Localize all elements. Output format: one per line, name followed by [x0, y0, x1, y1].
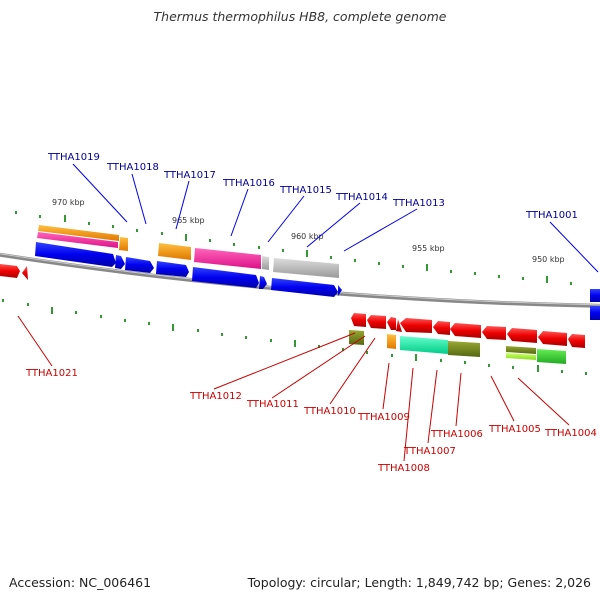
gene-label-TTHA1013[interactable]: TTHA1013	[392, 198, 445, 209]
feature-bar[interactable]	[37, 232, 118, 248]
gene-arrow[interactable]	[396, 319, 402, 332]
gene-arrow[interactable]	[351, 313, 366, 327]
gene-label-TTHA1018[interactable]: TTHA1018	[106, 162, 159, 173]
scale-label-970: 970 kbp	[52, 198, 85, 207]
gene-arrow[interactable]	[400, 318, 432, 333]
feature-bar[interactable]	[119, 237, 128, 251]
top-gene-labels: TTHA1019 TTHA1018 TTHA1017 TTHA1016 TTHA…	[47, 152, 578, 221]
gene-arrow[interactable]	[433, 321, 450, 335]
gene-label-TTHA1008[interactable]: TTHA1008	[377, 463, 430, 474]
bottom-callout-lines	[17, 315, 570, 462]
gene-arrow[interactable]	[259, 276, 267, 289]
gene-arrow[interactable]	[507, 328, 537, 343]
feature-bar[interactable]	[387, 334, 396, 349]
gene-label-TTHA1021[interactable]: TTHA1021	[25, 368, 78, 379]
gene-arrow[interactable]	[22, 266, 28, 280]
gene-label-TTHA1010[interactable]: TTHA1010	[303, 406, 356, 417]
gene-arrow[interactable]	[590, 289, 600, 302]
bottom-strand-genes	[0, 264, 585, 348]
feature-bar[interactable]	[506, 353, 536, 360]
gene-arrow[interactable]	[35, 242, 116, 267]
gene-arrow[interactable]	[125, 257, 154, 273]
gene-label-TTHA1015[interactable]: TTHA1015	[279, 185, 332, 196]
lower-tick-row	[2, 299, 587, 375]
gene-label-TTHA1006[interactable]: TTHA1006	[430, 429, 483, 440]
gene-arrow[interactable]	[590, 306, 600, 320]
top-callout-lines	[72, 163, 599, 273]
gene-arrow[interactable]	[156, 261, 189, 277]
gene-label-TTHA1009[interactable]: TTHA1009	[357, 412, 410, 423]
gene-label-TTHA1016[interactable]: TTHA1016	[222, 178, 275, 189]
scale-label-950: 950 kbp	[532, 255, 565, 264]
gene-label-TTHA1001[interactable]: TTHA1001	[525, 210, 578, 221]
scale-label-960: 960 kbp	[291, 232, 324, 241]
gene-arrow[interactable]	[482, 326, 506, 340]
gene-label-TTHA1005[interactable]: TTHA1005	[488, 424, 541, 435]
feature-bar[interactable]	[506, 346, 536, 354]
top-feature-bars	[37, 225, 339, 278]
feature-bar[interactable]	[194, 248, 261, 269]
feature-bar[interactable]	[448, 341, 480, 357]
map-title: Thermus thermophilus HB8, complete genom…	[153, 9, 447, 24]
feature-bar[interactable]	[273, 258, 339, 278]
gene-arrow[interactable]	[115, 255, 125, 269]
gene-arrow[interactable]	[338, 285, 342, 296]
genome-summary-text: Topology: circular; Length: 1,849,742 bp…	[247, 575, 591, 590]
bottom-gene-labels: TTHA1021 TTHA1012 TTHA1011 TTHA1010 TTHA…	[25, 368, 597, 474]
upper-tick-row	[15, 211, 572, 285]
feature-bar[interactable]	[349, 330, 364, 345]
feature-bar[interactable]	[158, 243, 191, 260]
gene-label-TTHA1019[interactable]: TTHA1019	[47, 152, 100, 163]
gene-label-TTHA1017[interactable]: TTHA1017	[163, 170, 216, 181]
gene-arrow[interactable]	[192, 267, 259, 288]
gene-arrow[interactable]	[0, 264, 20, 278]
gene-arrow[interactable]	[387, 317, 396, 330]
scale-label-955: 955 kbp	[412, 244, 445, 253]
gene-label-TTHA1004[interactable]: TTHA1004	[544, 428, 597, 439]
gene-label-TTHA1007[interactable]: TTHA1007	[403, 446, 456, 457]
bottom-feature-bars	[349, 330, 566, 364]
accession-text: Accession: NC_006461	[9, 575, 152, 590]
gene-arrow[interactable]	[271, 278, 338, 297]
gene-label-TTHA1011[interactable]: TTHA1011	[246, 399, 299, 410]
gene-arrow[interactable]	[367, 315, 386, 329]
top-strand-genes	[35, 242, 600, 320]
gene-arrow[interactable]	[450, 323, 481, 338]
scale-label-965: 965 kbp	[172, 216, 205, 225]
feature-bar[interactable]	[537, 349, 566, 364]
gene-label-TTHA1014[interactable]: TTHA1014	[335, 192, 388, 203]
gene-label-TTHA1012[interactable]: TTHA1012	[189, 391, 242, 402]
gene-arrow[interactable]	[568, 334, 585, 348]
feature-bar[interactable]	[262, 256, 269, 270]
gene-arrow[interactable]	[538, 331, 567, 346]
feature-bar[interactable]	[400, 336, 448, 354]
feature-bar[interactable]	[38, 225, 119, 241]
